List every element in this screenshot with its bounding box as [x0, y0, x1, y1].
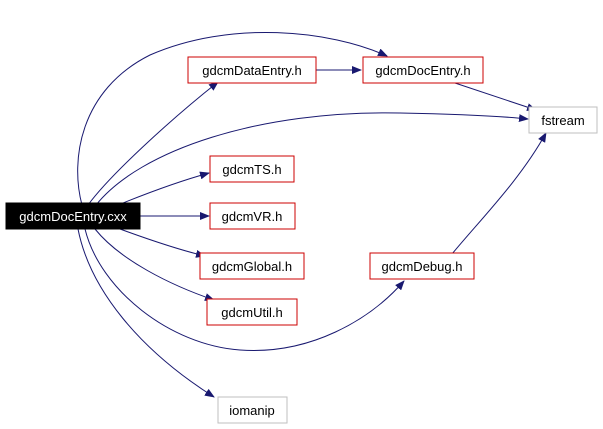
node-data-entry[interactable]: gdcmDataEntry.h — [187, 56, 317, 84]
edge-root-to-debug — [84, 228, 405, 351]
node-fstream-label: fstream — [541, 113, 584, 128]
edge-root-to-iomanip — [77, 228, 215, 398]
graph-edges — [77, 31, 547, 398]
edge-root-to-util — [94, 228, 215, 301]
node-util-label: gdcmUtil.h — [221, 305, 282, 320]
node-root-box — [5, 202, 141, 230]
edge-root-to-global — [119, 228, 206, 258]
node-ts[interactable]: gdcmTS.h — [209, 155, 295, 183]
node-doc-entry-label: gdcmDocEntry.h — [375, 63, 470, 78]
node-debug-label: gdcmDebug.h — [382, 259, 463, 274]
node-iomanip-label: iomanip — [229, 403, 275, 418]
node-doc-entry-box — [362, 56, 484, 84]
node-ts-label: gdcmTS.h — [222, 162, 281, 177]
edge-root-to-data-entry — [87, 81, 219, 206]
node-fstream-box — [528, 106, 598, 134]
node-ts-box — [209, 155, 295, 183]
node-util-box — [206, 298, 298, 326]
node-iomanip-box — [217, 396, 288, 424]
node-iomanip[interactable]: iomanip — [217, 396, 288, 424]
node-global-box — [199, 252, 305, 280]
edge-root-to-doc-entry — [77, 31, 388, 206]
edge-debug-to-fstream — [451, 132, 547, 255]
node-global-label: gdcmGlobal.h — [212, 259, 292, 274]
edge-root-to-ts — [117, 171, 210, 206]
node-root-label: gdcmDocEntry.cxx — [19, 209, 127, 224]
node-doc-entry[interactable]: gdcmDocEntry.h — [362, 56, 484, 84]
node-global[interactable]: gdcmGlobal.h — [199, 252, 305, 280]
edge-root-to-fstream — [95, 112, 529, 206]
node-vr[interactable]: gdcmVR.h — [209, 202, 296, 230]
node-debug[interactable]: gdcmDebug.h — [369, 252, 475, 280]
edge-doc-entry-to-fstream — [454, 82, 537, 111]
node-data-entry-label: gdcmDataEntry.h — [202, 63, 301, 78]
node-debug-box — [369, 252, 475, 280]
node-root[interactable]: gdcmDocEntry.cxx — [5, 202, 141, 230]
node-util[interactable]: gdcmUtil.h — [206, 298, 298, 326]
node-data-entry-box — [187, 56, 317, 84]
node-vr-box — [209, 202, 296, 230]
node-vr-label: gdcmVR.h — [222, 209, 283, 224]
node-fstream[interactable]: fstream — [528, 106, 598, 134]
